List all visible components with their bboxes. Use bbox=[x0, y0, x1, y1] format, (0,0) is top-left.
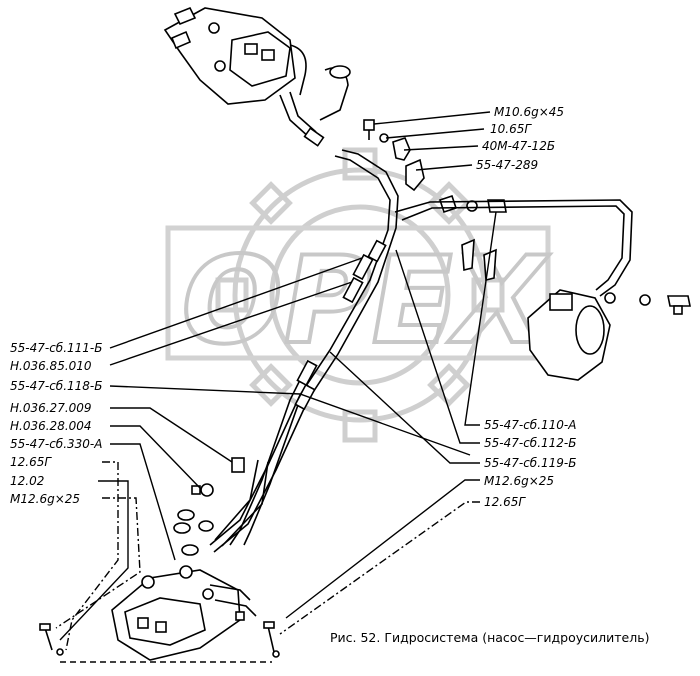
watermark-text: OPEX bbox=[168, 231, 557, 371]
label-55-47-sb330a: 55-47-сб.330-А bbox=[10, 437, 102, 451]
labels-right-top: М10.6g×45 10.65Г 40М-47-12Б 55-47-289 bbox=[476, 105, 564, 172]
label-n03627009: Н.036.27.009 bbox=[10, 401, 92, 415]
hydraulic-booster bbox=[527, 289, 691, 381]
label-1265g-right: 12.65Г bbox=[484, 495, 526, 509]
label-m106g45: М10.6g×45 bbox=[494, 105, 564, 119]
labels-right-mid: 55-47-сб.110-А 55-47-сб.112-Б 55-47-сб.1… bbox=[484, 418, 576, 509]
labels-left: 55-47-сб.111-Б Н.036.85.010 55-47-сб.118… bbox=[10, 341, 102, 506]
label-m126g25-left: М12.6g×25 bbox=[10, 492, 80, 506]
figure-caption: Рис. 52. Гидросистема (насос—гидроусилит… bbox=[330, 630, 649, 645]
pump-bottom bbox=[39, 565, 280, 663]
label-1065g: 10.65Г bbox=[490, 122, 532, 136]
pipelines bbox=[209, 149, 633, 553]
label-55-47-sb111b: 55-47-сб.111-Б bbox=[10, 341, 102, 355]
label-1265g-left: 12.65Г bbox=[10, 455, 52, 469]
label-n03685010: Н.036.85.010 bbox=[10, 359, 92, 373]
label-55-47-sb118b: 55-47-сб.118-Б bbox=[10, 379, 102, 393]
label-m126g25-right: М12.6g×25 bbox=[484, 474, 554, 488]
label-55-47-sb112b: 55-47-сб.112-Б bbox=[484, 436, 576, 450]
pump-top bbox=[163, 6, 351, 147]
watermark-frame bbox=[165, 225, 551, 361]
leader-lines bbox=[55, 111, 497, 651]
label-1202: 12.02 bbox=[10, 474, 44, 488]
fittings-lower bbox=[173, 457, 245, 556]
label-55-47-289: 55-47-289 bbox=[476, 158, 538, 172]
label-n03628004: Н.036.28.004 bbox=[10, 419, 92, 433]
label-55-47-sb119b: 55-47-сб.119-Б bbox=[484, 456, 576, 470]
label-40m-47-12b: 40М-47-12Б bbox=[482, 139, 555, 153]
watermark: OPEX bbox=[165, 147, 559, 443]
label-55-47-sb110a: 55-47-сб.110-А bbox=[484, 418, 576, 432]
watermark-gear bbox=[215, 147, 505, 443]
